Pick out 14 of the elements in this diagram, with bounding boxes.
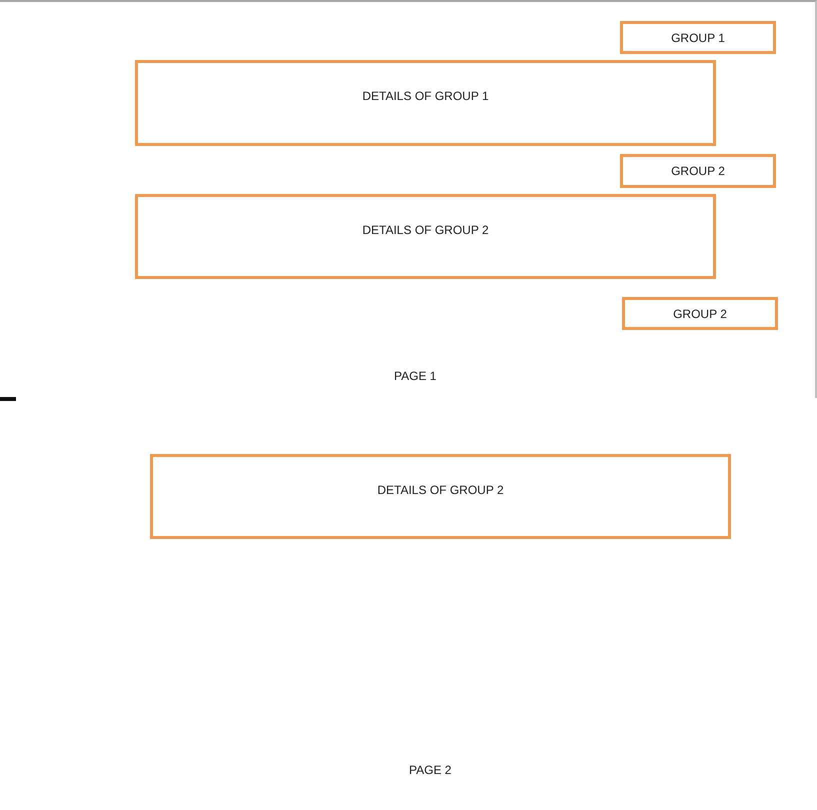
page-label: PAGE 1 (394, 369, 436, 383)
group-box (622, 297, 778, 330)
group-label: GROUP 2 (671, 164, 725, 178)
group-box (620, 154, 776, 188)
group-label: GROUP 2 (673, 307, 727, 321)
group-box (620, 21, 776, 54)
details-label: DETAILS OF GROUP 2 (362, 223, 489, 237)
details-box (150, 454, 731, 539)
group-label: GROUP 1 (671, 31, 725, 45)
details-label: DETAILS OF GROUP 1 (362, 89, 489, 103)
details-label: DETAILS OF GROUP 2 (377, 483, 504, 497)
details-box (135, 60, 716, 146)
page-label: PAGE 2 (409, 763, 452, 777)
details-box (135, 194, 716, 279)
